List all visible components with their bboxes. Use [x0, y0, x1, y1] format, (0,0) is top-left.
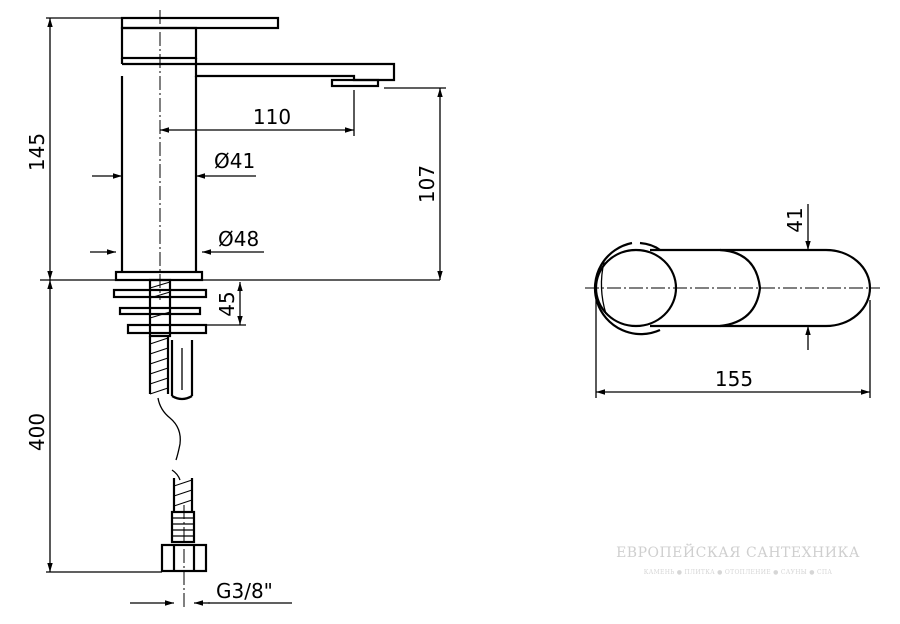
faucet-body [120, 76, 198, 272]
mount-washer-2 [118, 306, 202, 316]
watermark-tagline: КАМЕНЬ ● ПЛИТКА ● ОТОПЛЕНИЕ ● САУНЫ ● СП… [644, 569, 833, 576]
dim-diameter-41: Ø41 [214, 149, 255, 173]
aerator [330, 78, 380, 88]
dim-hose-length: 400 [25, 413, 49, 451]
dim-top-width: 155 [715, 367, 753, 391]
dim-total-height: 145 [25, 133, 49, 171]
mount-washer-1 [112, 288, 208, 299]
top-handle-lever [650, 248, 872, 328]
dim-spout-reach: 110 [253, 105, 291, 129]
dim-diameter-48: Ø48 [218, 227, 259, 251]
dim-outlet-height: 107 [415, 165, 439, 203]
spout [122, 62, 396, 82]
mount-nut [126, 323, 208, 335]
dim-mount-depth: 45 [215, 291, 239, 316]
watermark-brand: ЕВРОПЕЙСКАЯ САНТЕХНИКА [616, 542, 860, 561]
handle-lever [120, 16, 280, 30]
top-base-outline [593, 241, 661, 336]
dim-top-depth: 41 [783, 207, 807, 232]
handle-cap [120, 26, 198, 60]
base-ring [114, 270, 204, 282]
side-view: 145 400 110 Ø41 Ø48 107 45 G3/8" [25, 10, 446, 610]
top-view: 155 41 [585, 204, 880, 398]
watermark: ЕВРОПЕЙСКАЯ САНТЕХНИКА КАМЕНЬ ● ПЛИТКА ●… [616, 542, 860, 576]
dim-connection-thread: G3/8" [216, 579, 273, 603]
